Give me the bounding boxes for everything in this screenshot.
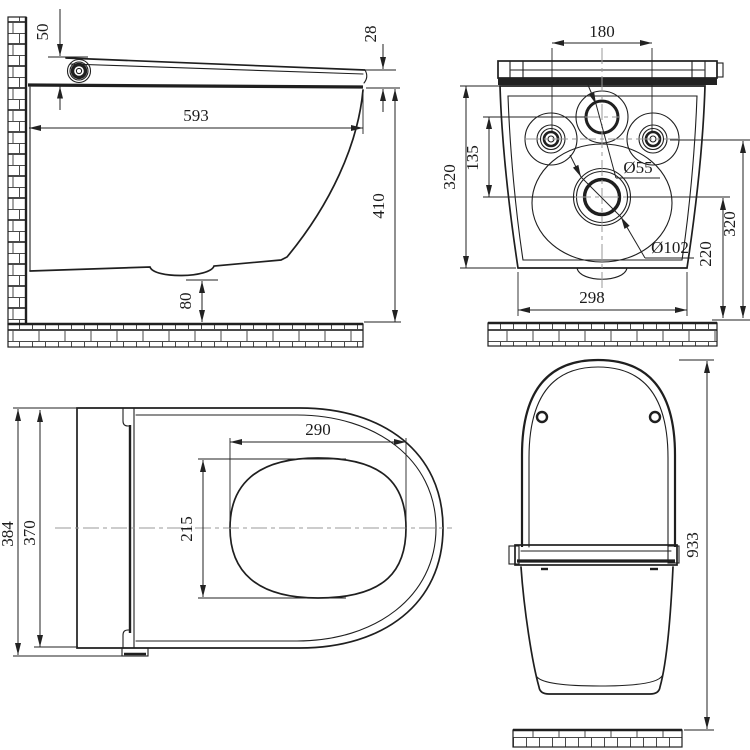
lid-bumper-right <box>648 410 662 424</box>
dim-height: 410 <box>364 89 401 323</box>
floor-section <box>487 322 718 347</box>
lid-outline <box>520 358 677 547</box>
dim-label: 135 <box>463 145 482 171</box>
hinge-knob-ring <box>69 61 89 81</box>
dim-label: 370 <box>20 520 39 546</box>
dim-side-height: 320 <box>440 85 516 269</box>
floor-section <box>7 323 364 348</box>
dim-inlet-diameter: Ø55 <box>587 84 660 179</box>
dim-label: Ø55 <box>623 158 652 177</box>
dim-label: 220 <box>696 241 715 267</box>
seat-inner-outline <box>135 414 437 642</box>
dim-label: 215 <box>177 516 196 542</box>
dim-overall-width: 384 <box>0 407 122 657</box>
side-view: 50 593 28 410 80 <box>7 9 401 348</box>
dim-drain-height: 220 <box>628 196 730 318</box>
dim-drain-diameter: Ø102 <box>569 154 694 259</box>
tank-seam-hook-bottom <box>122 629 131 649</box>
dim-bowl-width: 290 <box>229 420 407 532</box>
lid-inner-outline <box>528 366 669 548</box>
dim-label: 50 <box>33 24 52 41</box>
tank-seam-hook-top <box>122 407 131 427</box>
bowl-profile-outline <box>29 89 364 277</box>
foot-tab <box>121 647 149 657</box>
dim-label: 298 <box>579 288 605 307</box>
dim-front-edge: 28 <box>361 26 400 112</box>
dim-body-width: 370 <box>20 410 78 648</box>
hinge-cap-left <box>508 545 520 565</box>
body-outline <box>499 85 706 269</box>
hinge-knob <box>66 58 92 84</box>
dim-depth: 593 <box>29 93 364 134</box>
dim-base-width: 298 <box>517 272 688 316</box>
dim-inlet-to-drain: 135 <box>463 116 585 198</box>
dim-hinge-rise: 50 <box>33 9 88 110</box>
dim-bolt-height: 320 <box>670 139 750 321</box>
leader-line <box>595 103 617 179</box>
leader-line <box>569 154 582 178</box>
bowl-outline <box>520 566 674 695</box>
lid-inner-line <box>69 63 364 75</box>
dim-label: 320 <box>440 164 459 190</box>
dim-open-height: 933 <box>679 359 714 731</box>
dim-outlet-clearance: 80 <box>176 279 218 322</box>
lid-front-edge <box>363 69 368 84</box>
top-view: 290 215 384 370 <box>0 407 452 657</box>
hinge-bar-band <box>498 78 717 85</box>
bowl-bottom-inner-line <box>536 675 663 687</box>
dim-label: Ø102 <box>651 238 689 257</box>
leader-line <box>620 216 646 259</box>
dim-label: 28 <box>361 26 380 43</box>
front-view: 933 <box>508 358 714 748</box>
dim-label: 290 <box>305 420 331 439</box>
dim-label: 80 <box>176 293 195 310</box>
floor-section <box>512 729 683 748</box>
hinge-knob-center <box>75 67 83 75</box>
hinge-bar <box>514 544 678 566</box>
lid-top-line <box>65 57 366 71</box>
back-view: 180 320 135 Ø55 Ø102 <box>440 22 750 347</box>
seat-plate-line <box>27 83 364 89</box>
dim-label: 384 <box>0 521 17 547</box>
leader-line <box>587 84 597 105</box>
dim-bolt-spacing: 180 <box>551 22 653 131</box>
dim-label: 180 <box>589 22 615 41</box>
dim-label: 933 <box>683 532 702 558</box>
lid-bumper-left <box>535 410 549 424</box>
dim-label: 410 <box>369 193 388 219</box>
hinge-knob-bold-ring <box>70 62 88 80</box>
dim-bowl-depth: 215 <box>177 458 346 599</box>
wall-section <box>7 16 27 325</box>
diameter-line <box>580 176 622 218</box>
hinge-cap-right <box>667 545 680 564</box>
dim-label: 593 <box>183 106 209 125</box>
hinge-bar-right-tab <box>716 62 724 78</box>
